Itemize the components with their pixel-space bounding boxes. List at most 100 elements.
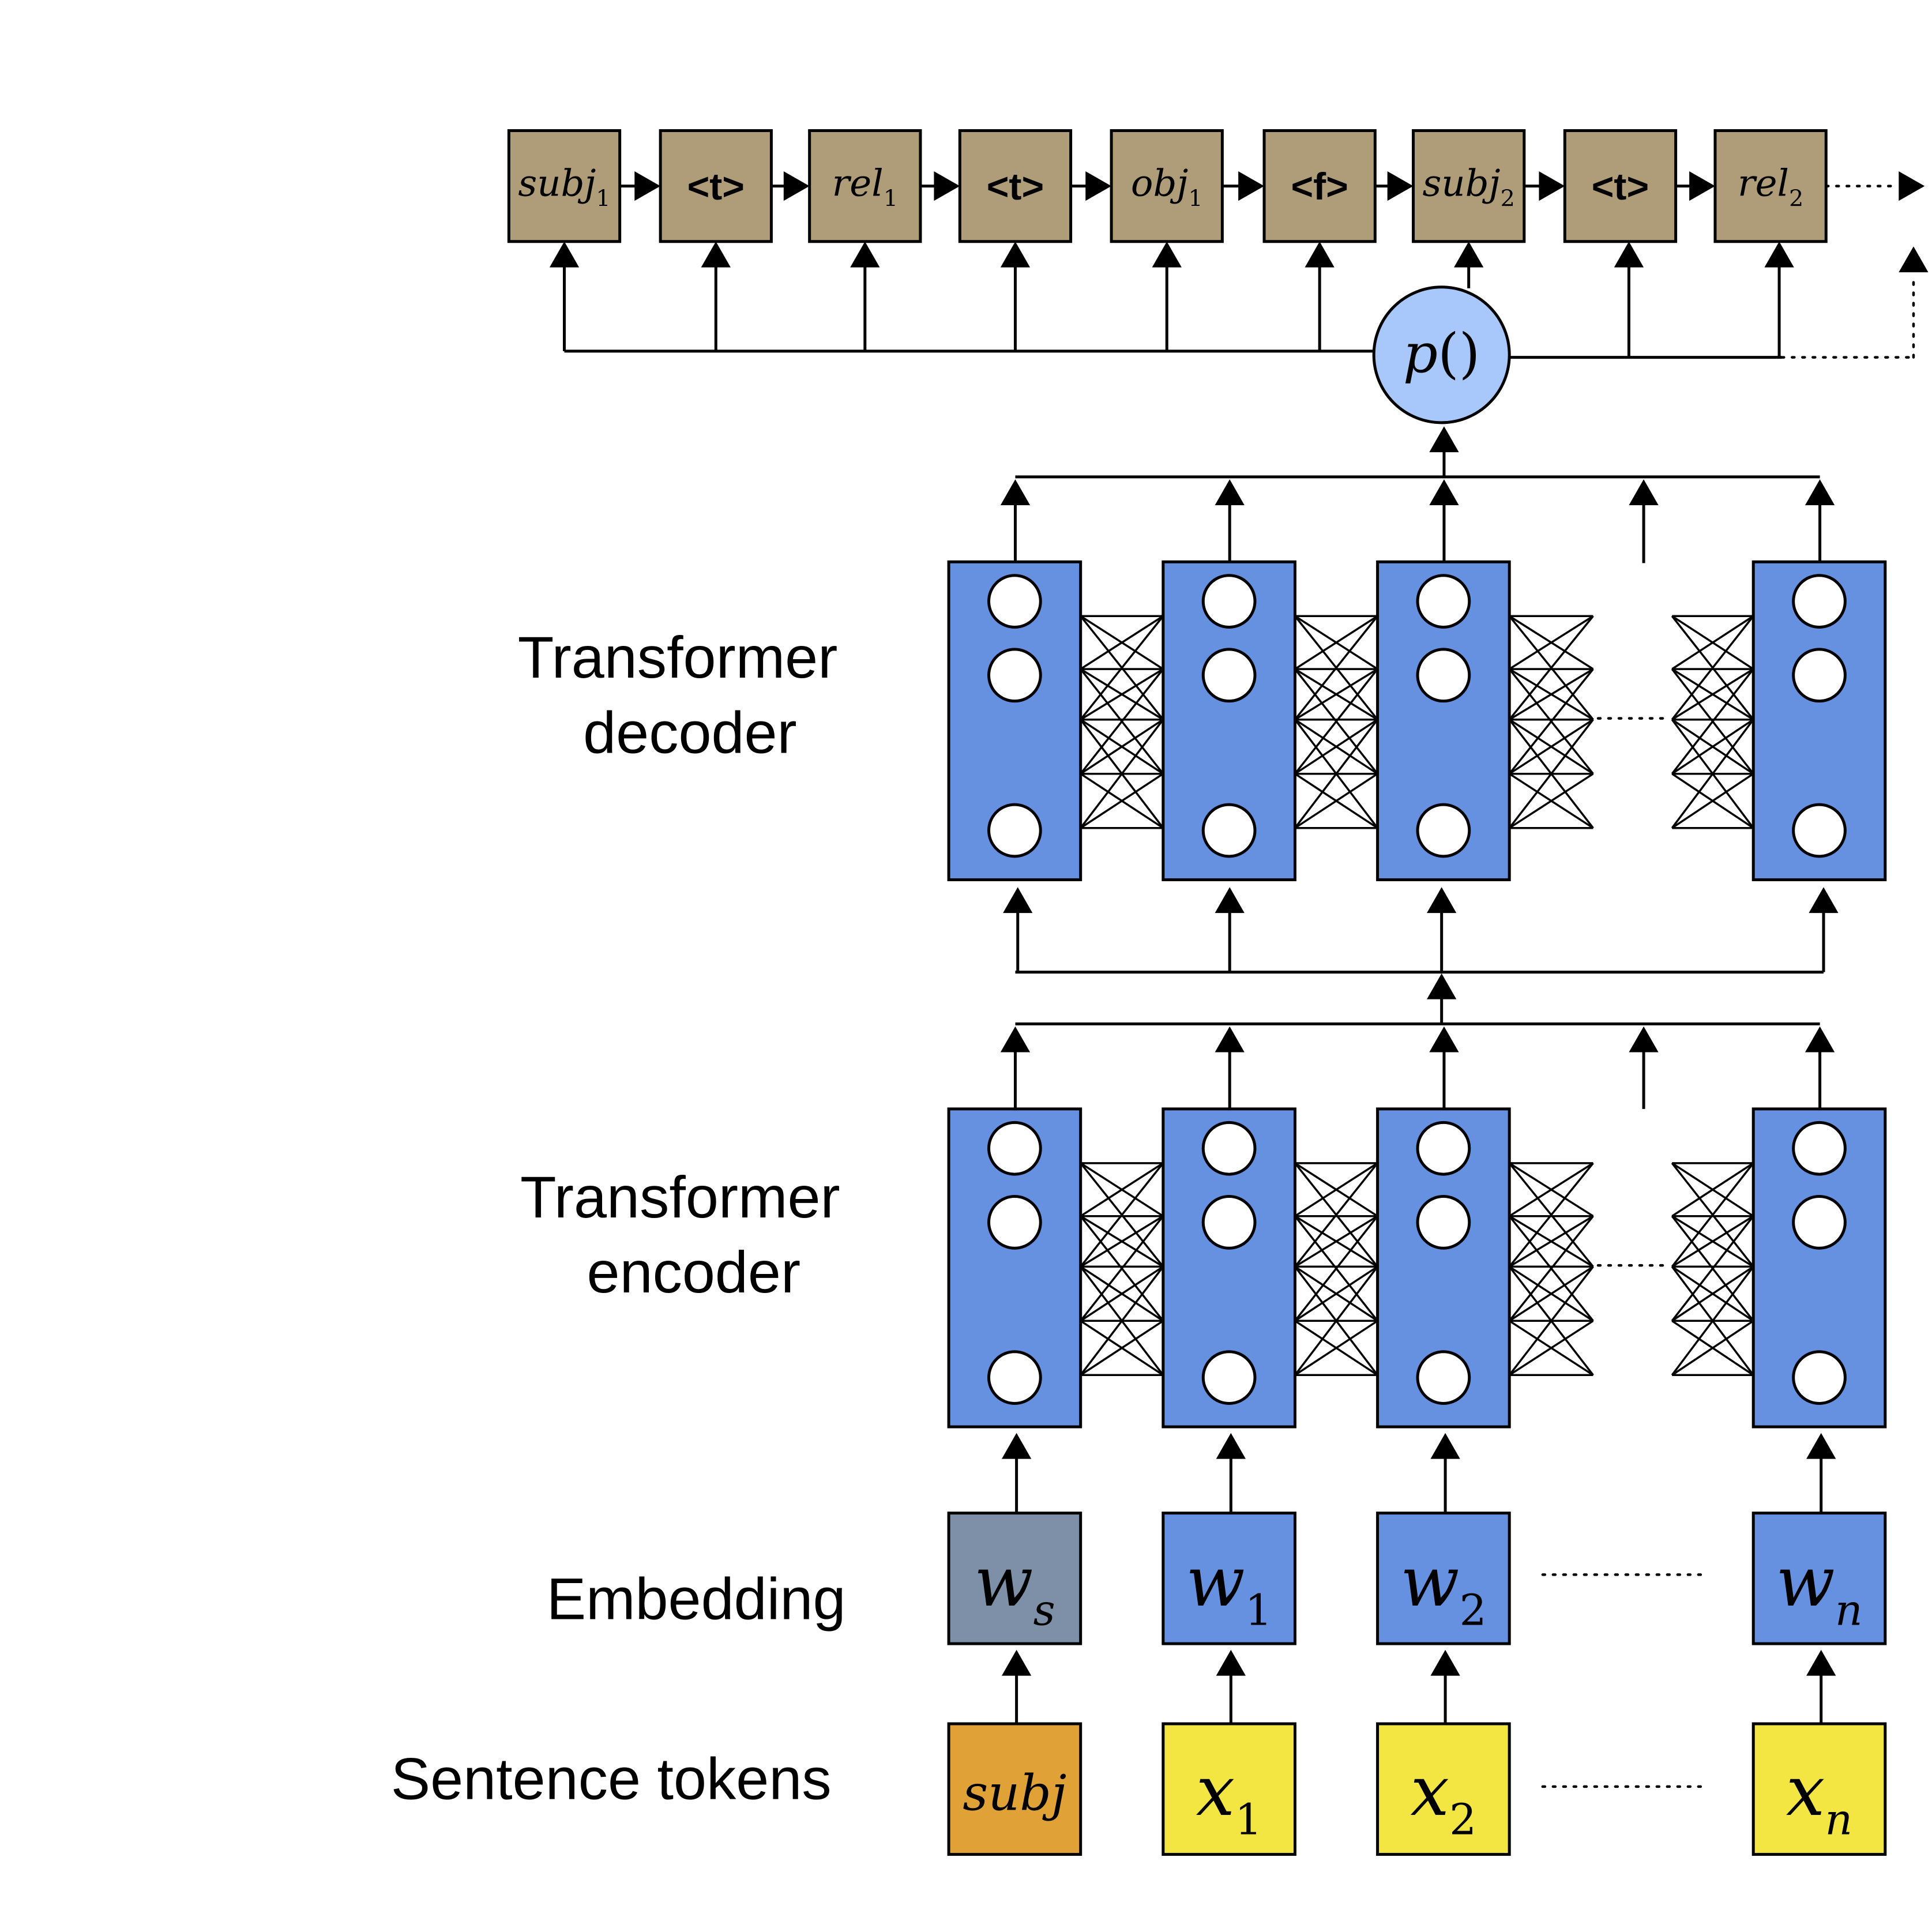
encoder-mesh-connection	[1509, 1215, 1594, 1268]
connector-lines	[563, 185, 1915, 1788]
sentence-token-symbol-subscript: 1	[1235, 1795, 1262, 1845]
encoder-mesh-connection	[1080, 1162, 1164, 1217]
encoder-neuron	[987, 1195, 1042, 1250]
sequence-arrow	[1539, 171, 1565, 201]
encoder-mesh-connection	[1671, 1215, 1754, 1322]
output-feed-arrow	[850, 241, 880, 268]
decoder-neuron	[1416, 803, 1471, 858]
sentence-token-symbol-subscript: n	[1825, 1795, 1852, 1845]
decoder-mesh-connection	[1080, 615, 1164, 670]
output-feed-arrow	[1000, 241, 1031, 268]
decoder-neuron	[1792, 803, 1847, 858]
sentence-token-symbol: subj	[963, 1765, 1066, 1822]
encoder-mesh-connection	[1508, 1162, 1594, 1268]
diagram-shapes	[507, 129, 1929, 1856]
encoder-neuron	[1792, 1195, 1847, 1250]
decoder-mesh-connection	[1508, 615, 1594, 720]
encoder-mesh-connection	[1671, 1162, 1754, 1217]
decoder-mesh-connection	[1294, 668, 1378, 721]
output-token-box	[1110, 129, 1224, 243]
encoder-neuron	[1416, 1121, 1471, 1176]
decoder-neuron	[1201, 803, 1257, 858]
decoder-neuron	[987, 648, 1042, 703]
encoder-output-arrow	[1000, 1026, 1031, 1053]
sequence-arrow	[1238, 171, 1265, 201]
encoder-neuron	[1201, 1350, 1257, 1405]
decoder-mesh-connection	[1294, 719, 1378, 829]
output-feed-arrow	[701, 241, 731, 268]
tokens-label: Sentence tokens	[391, 1745, 832, 1811]
decoder-label-line2: decoder	[583, 699, 797, 765]
encoder-output-arrow	[1215, 1026, 1245, 1053]
encoder-neuron	[1792, 1350, 1847, 1405]
embedding-symbol-subscript: 1	[1245, 1585, 1272, 1635]
decoder-mesh-connection	[1080, 668, 1164, 775]
output-token-box	[659, 129, 773, 243]
decoder-mesh-connection	[1294, 615, 1378, 670]
decoder-mesh-connection	[1509, 615, 1594, 670]
sentence-token-symbol: x2	[1411, 1751, 1477, 1845]
embedding-symbol-base: w	[974, 1542, 1033, 1622]
output-math-token-subscript: 2	[1789, 186, 1803, 212]
decoder-mesh-connection	[1080, 773, 1164, 829]
embedding-symbol-base: w	[1400, 1542, 1459, 1622]
embedding-symbol-base: w	[1186, 1542, 1245, 1622]
output-feed-arrow	[1305, 241, 1335, 268]
encoder-mesh-connection	[1671, 1215, 1754, 1268]
decoder-mesh-connection	[1671, 615, 1754, 720]
encoder-output-arrow	[1805, 1026, 1835, 1053]
encoder-mesh-connection	[1294, 1265, 1378, 1322]
output-token-box	[1713, 129, 1828, 243]
probability-node	[1372, 285, 1511, 424]
decoder-mesh-connection	[1294, 615, 1378, 720]
decoder-mesh-connection	[1671, 615, 1754, 670]
sentence-token-symbol-base: x	[1196, 1751, 1235, 1832]
embedding-to-encoder-arrow	[1001, 1433, 1032, 1459]
sentence-token-symbol-base: subj	[963, 1765, 1066, 1822]
embedding-symbol-subscript: s	[1033, 1585, 1055, 1635]
output-token-box	[1412, 129, 1526, 243]
encoder-mesh-connection	[1671, 1265, 1754, 1322]
output-token-box	[1563, 129, 1678, 243]
embedding-symbol: ws	[974, 1542, 1055, 1636]
sentence-token-box	[1162, 1722, 1296, 1856]
output-math-token-base: subj	[1423, 163, 1501, 205]
decoder-neuron	[1792, 648, 1847, 703]
encoder-mesh-connection	[1509, 1162, 1594, 1217]
embedding-symbol-base: w	[1776, 1542, 1835, 1622]
embedding-to-encoder-arrow	[1806, 1433, 1836, 1459]
output-math-token-base: rel	[1738, 163, 1789, 205]
decoder-mesh-connection	[1080, 668, 1164, 721]
probability-node-text-base: p	[1403, 322, 1438, 385]
sentence-token-box	[1751, 1722, 1887, 1856]
token-to-embedding-arrow	[1216, 1649, 1246, 1676]
encoder-to-decoder-arrow	[1427, 973, 1457, 999]
embedding-to-encoder-arrow	[1430, 1433, 1460, 1459]
decoder-neuron	[1416, 648, 1471, 703]
decoder-neuron	[987, 574, 1042, 629]
token-to-embedding-arrow	[1001, 1649, 1032, 1676]
decoder-mesh-connection	[1080, 615, 1164, 720]
decoder-mesh-connection	[1508, 668, 1594, 775]
output-token-box	[507, 129, 622, 243]
sentence-token-symbol-base: x	[1411, 1751, 1449, 1832]
decoder-output-arrow	[1215, 479, 1245, 505]
output-math-token-base: subj	[518, 163, 596, 205]
output-math-token: rel1	[832, 163, 898, 212]
output-feed-arrow	[1614, 241, 1644, 268]
encoder-mesh-connection	[1294, 1266, 1378, 1376]
sentence-token-symbol-subscript: 2	[1449, 1795, 1476, 1845]
encoder-mesh-connection	[1294, 1162, 1378, 1217]
decoder-mesh-connection	[1509, 773, 1594, 829]
decoder-mesh-connection	[1671, 719, 1754, 829]
output-math-token-base: rel	[832, 163, 884, 205]
embedding-label: Embedding	[547, 1565, 846, 1632]
sentence-token-box	[947, 1722, 1082, 1856]
probability-node-text-suffix: ()	[1438, 322, 1480, 385]
sentence-token-box	[1376, 1722, 1511, 1856]
encoder-mesh-connection	[1080, 1215, 1164, 1322]
decoder-mesh-connection	[1080, 719, 1164, 829]
sentence-token-symbol: x1	[1196, 1751, 1262, 1845]
encoder-neuron	[1201, 1195, 1257, 1250]
